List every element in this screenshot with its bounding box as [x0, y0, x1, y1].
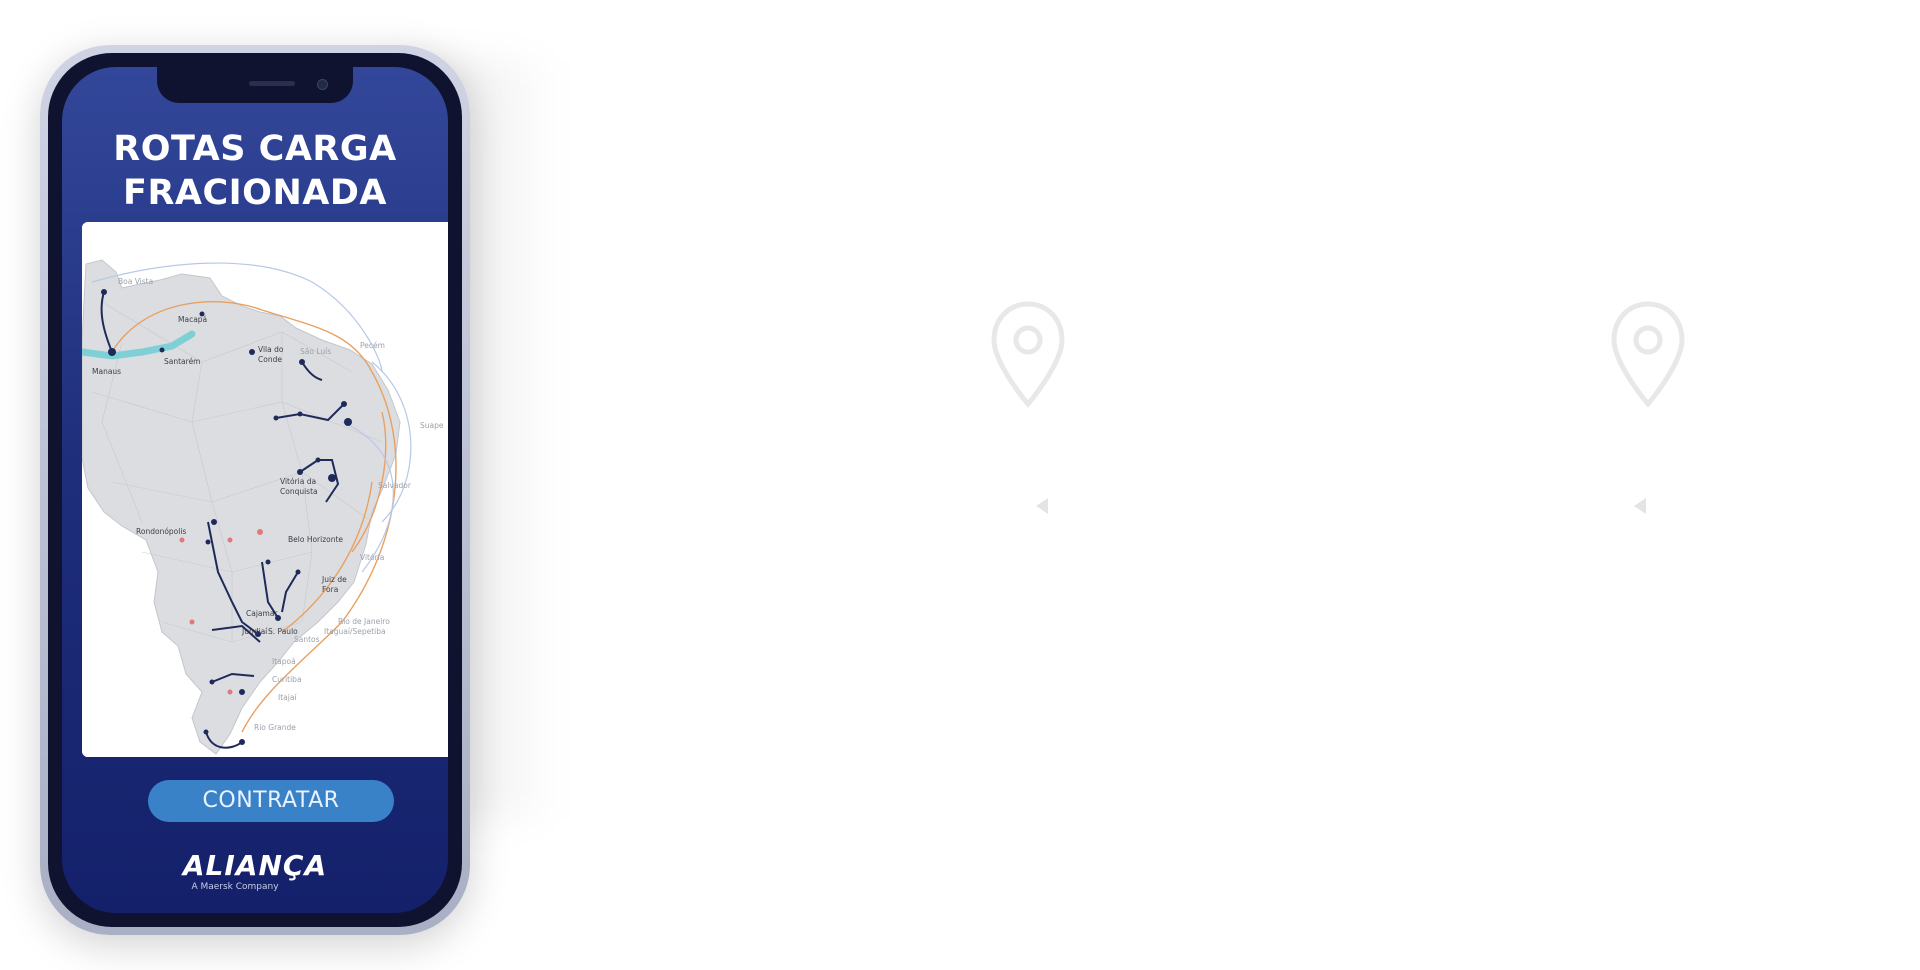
label-vila-do-conde: Vila do — [258, 345, 284, 354]
label-sao-paulo: S. Paulo — [268, 627, 298, 636]
label-sao-luis: São Luís — [300, 347, 331, 356]
camera-icon — [317, 79, 328, 90]
brazil-map: Boa Vista Macapá Manaus Santarém Vila do… — [82, 222, 448, 757]
chevron-left-icon[interactable] — [1034, 497, 1050, 515]
label-santos: Santos — [294, 635, 320, 644]
label-vitoria-conquista-2: Conquista — [280, 487, 318, 496]
label-manaus: Manaus — [92, 367, 121, 376]
label-vila-do-conde-2: Conde — [258, 355, 282, 364]
label-rio: Rio de Janeiro — [338, 617, 390, 626]
label-vitoria: Vitória — [360, 553, 384, 562]
location-pin-icon — [991, 301, 1065, 408]
label-boa-vista: Boa Vista — [118, 277, 153, 286]
label-juiz-de-fora-2: Fora — [322, 585, 338, 594]
route-nodes — [101, 289, 352, 745]
label-pecem: Pecém — [360, 341, 385, 350]
navy-routes — [100, 291, 345, 749]
label-santarem: Santarém — [164, 357, 201, 366]
title-line-2: FRACIONADA — [123, 173, 387, 213]
orange-routes — [111, 301, 397, 733]
blue-routes — [91, 262, 412, 573]
phone-notch — [157, 67, 353, 103]
label-suape: Suape — [420, 421, 444, 430]
logo-subtitle: A Maersk Company — [191, 882, 279, 892]
label-itapoa: Itapoá — [272, 657, 296, 666]
label-vitoria-conquista: Vitória da — [280, 477, 316, 486]
map-grid — [91, 301, 383, 643]
route-map: Boa Vista Macapá Manaus Santarém Vila do… — [82, 222, 448, 757]
hub-markers — [179, 529, 263, 695]
label-curitiba: Curitiba — [272, 675, 302, 684]
phone-bezel: ROTAS CARGA FRACIONADA — [48, 53, 462, 927]
label-itajai: Itajaí — [278, 693, 297, 702]
phone-mockup: ROTAS CARGA FRACIONADA — [40, 45, 470, 935]
label-belo-horizonte: Belo Horizonte — [288, 535, 343, 544]
label-rio-grande: Rio Grande — [254, 723, 296, 732]
label-rondonopolis: Rondonópolis — [136, 527, 186, 536]
label-macapa: Macapá — [178, 315, 207, 324]
phone-screen: ROTAS CARGA FRACIONADA — [62, 67, 448, 913]
speaker-icon — [249, 81, 295, 86]
brazil-shape — [82, 259, 401, 755]
label-cajamar: Cajamar — [246, 609, 278, 618]
contratar-button[interactable]: CONTRATAR — [148, 780, 394, 822]
location-pin-icon — [1611, 301, 1685, 408]
label-salvador: Salvador — [378, 481, 412, 490]
logo-text: ALIANÇA — [182, 849, 328, 882]
label-jundiai: Jundiaí — [241, 627, 268, 636]
title-line-1: ROTAS CARGA — [113, 129, 397, 169]
amazon-river — [82, 330, 196, 360]
label-itaguai: Itaguaí/Sepetiba — [324, 627, 386, 636]
alianca-logo: ALIANÇA A Maersk Company — [62, 849, 448, 892]
page-title: ROTAS CARGA FRACIONADA — [62, 127, 448, 215]
label-juiz-de-fora: Juiz de — [321, 575, 347, 584]
chevron-left-icon[interactable] — [1632, 497, 1648, 515]
